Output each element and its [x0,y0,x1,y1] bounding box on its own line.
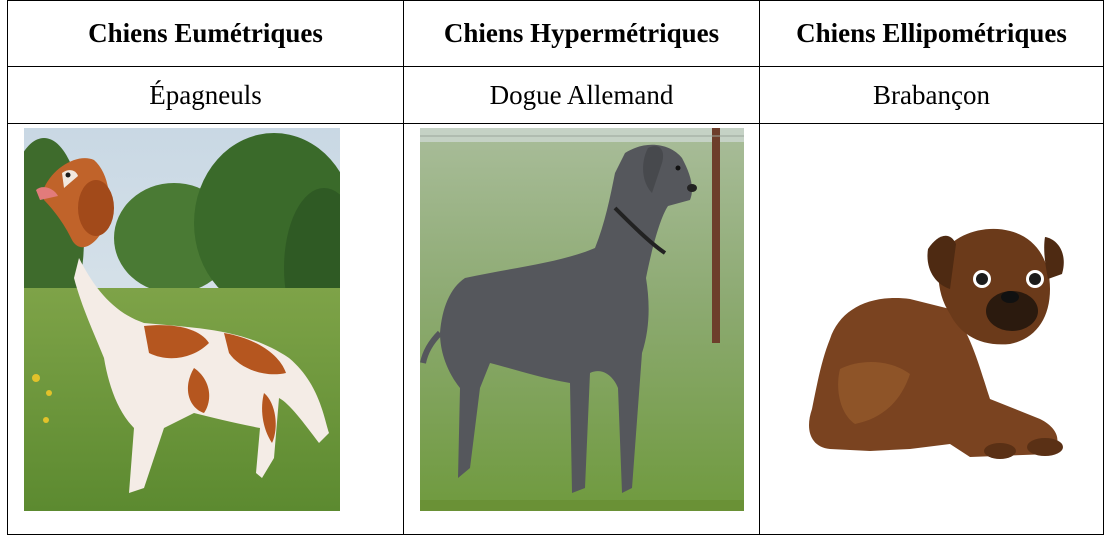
breed-row: Épagneuls Dogue Allemand Brabançon [7,66,1104,124]
breed-epagneuls: Épagneuls [7,66,404,124]
brabancon-photo [800,219,1070,464]
header-hypermetric: Chiens Hypermétriques [403,0,760,67]
header-row: Chiens Eumétriques Chiens Hypermétriques… [7,0,1104,67]
epagneul-photo [24,128,340,511]
header-eumetric: Chiens Eumétriques [7,0,404,67]
great-dane-photo [420,128,744,511]
breed-brabancon: Brabançon [759,66,1104,124]
photo-row [7,123,1104,535]
photo-cell-epagneul [7,123,404,535]
header-ellipometric: Chiens Ellipométriques [759,0,1104,67]
photo-cell-great-dane [403,123,760,535]
photo-cell-brabancon [759,123,1104,535]
dog-size-table: Chiens Eumétriques Chiens Hypermétriques… [7,0,1104,535]
breed-dogue-allemand: Dogue Allemand [403,66,760,124]
